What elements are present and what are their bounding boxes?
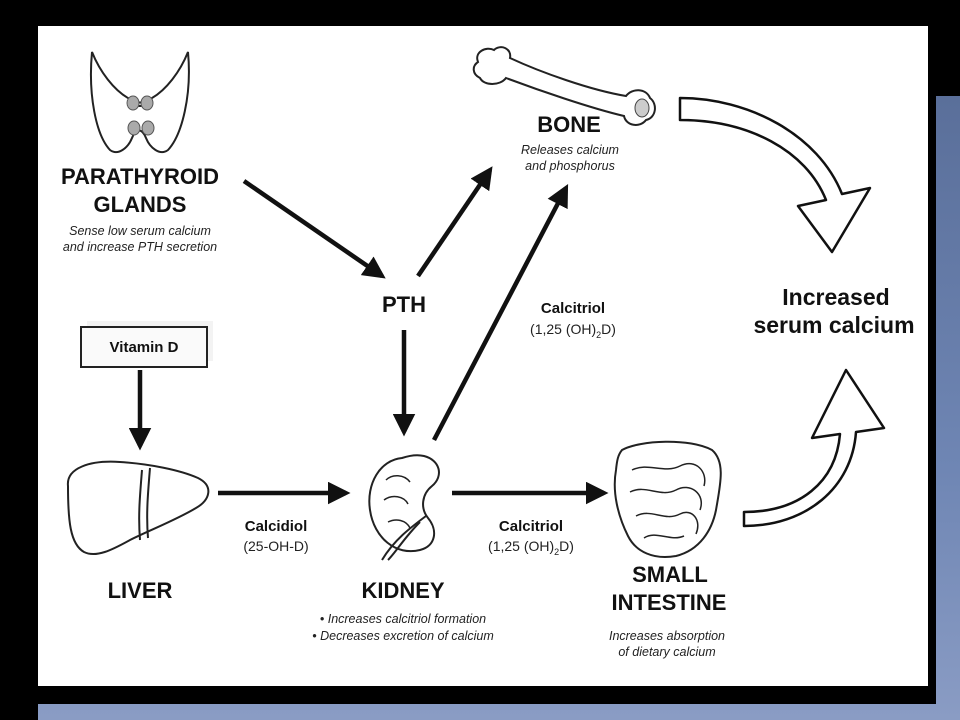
- pth-title: PTH: [382, 292, 426, 317]
- calcidiol-label: Calcidiol: [244, 518, 308, 535]
- kidney-bone-calcitriol-formula: (1,25 (OH)2D): [530, 321, 616, 340]
- calcidiol-formula: (25-OH-D): [243, 538, 309, 554]
- kidney-note-line2: • Decreases excretion of calcium: [312, 629, 494, 643]
- hollow-arrow-bone-to-outcome: [678, 96, 872, 254]
- kidney-title: KIDNEY: [361, 578, 445, 603]
- bone-title: BONE: [537, 112, 601, 137]
- parathyroid-title-line1: PARATHYROID: [60, 164, 220, 189]
- arrow-parathyroid-to-pth: [242, 179, 386, 279]
- arrow-pth-to-bone: [416, 166, 493, 278]
- bone-note-line1: Releases calcium: [521, 143, 619, 157]
- small-intestine-note-line1: Increases absorption: [608, 629, 726, 643]
- parathyroid-note-line2: and increase PTH secretion: [62, 240, 218, 254]
- outcome-title-line1: Increased: [782, 284, 890, 310]
- parathyroid-title-line2: GLANDS: [93, 192, 187, 217]
- kidney-intestine-calcitriol-label: Calcitriol: [498, 518, 564, 535]
- kidney-bone-calcitriol-label: Calcitriol: [540, 300, 606, 317]
- vitamin-d-label: Vitamin D: [109, 338, 179, 356]
- parathyroid-note-line1: Sense low serum calcium: [69, 224, 211, 238]
- bone-note-line2: and phosphorus: [525, 159, 615, 173]
- parathyroid-illustration: [89, 51, 190, 154]
- kidney-note-line1: • Increases calcitriol formation: [319, 612, 487, 626]
- outcome-title-line2: serum calcium: [753, 312, 915, 338]
- small-intestine-note-line2: of dietary calcium: [618, 645, 716, 659]
- bone-illustration: [472, 46, 656, 126]
- kidney-intestine-calcitriol-formula: (1,25 (OH)2D): [488, 538, 574, 557]
- liver-illustration: [66, 460, 210, 556]
- arrow-kidney-to-bone: [432, 184, 569, 442]
- kidney-illustration: [368, 454, 440, 561]
- hollow-arrow-intestine-to-outcome: [742, 368, 886, 528]
- liver-title: LIVER: [107, 578, 173, 603]
- small-intestine-illustration: [613, 440, 722, 558]
- small-intestine-title-line1: SMALL: [632, 562, 708, 587]
- small-intestine-title-line2: INTESTINE: [611, 590, 727, 615]
- vitamin-d-box: Vitamin D: [80, 326, 208, 368]
